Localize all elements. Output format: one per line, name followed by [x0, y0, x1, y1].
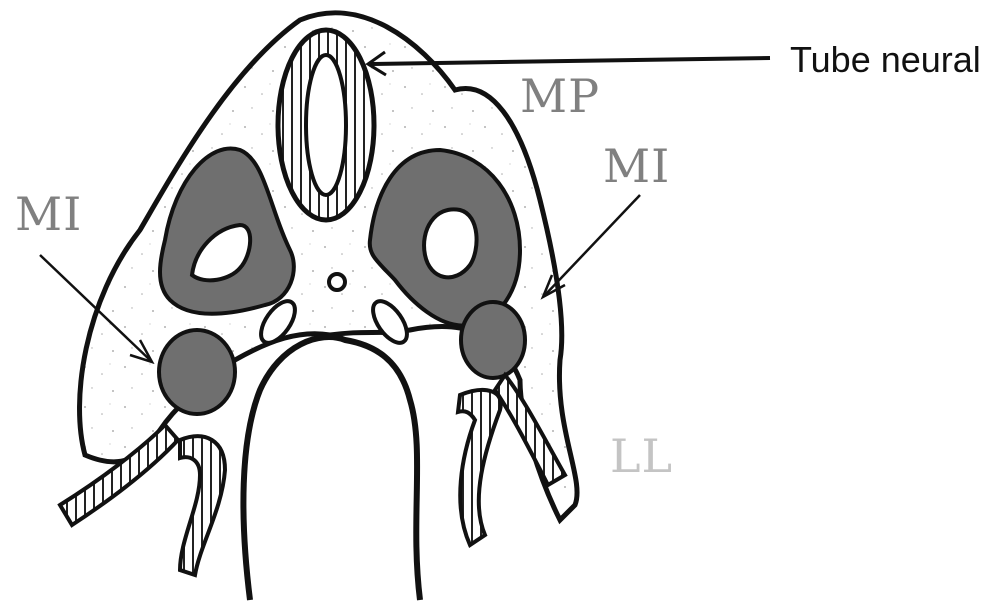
- notochord: [329, 274, 345, 290]
- intermediate-mesoderm-right: [461, 302, 525, 378]
- label-mi-right: MI: [603, 139, 670, 193]
- label-ll: LL: [610, 429, 673, 483]
- gut-arch: [243, 337, 420, 600]
- lateral-plate-right-inner: [458, 390, 501, 545]
- mi-right-arrow-line: [545, 195, 640, 295]
- lateral-plate-left-inner: [180, 436, 225, 575]
- somite-right-cavity: [424, 209, 477, 277]
- label-mi-left: MI: [15, 187, 82, 241]
- label-mp: MP: [520, 69, 600, 123]
- neural-canal: [306, 55, 346, 195]
- label-tube-neural: Tube neural: [790, 39, 981, 80]
- intermediate-mesoderm-left: [159, 330, 235, 414]
